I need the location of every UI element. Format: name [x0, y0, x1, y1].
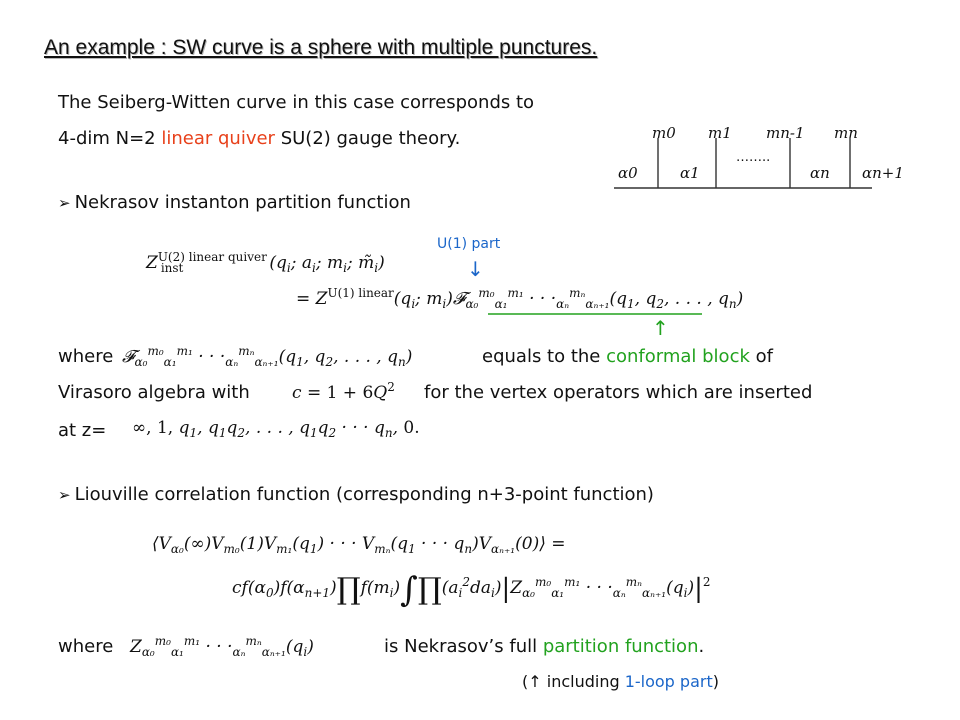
quiver-label-m1: m1 [708, 124, 732, 142]
where1-continuation: equals to the conformal block of [482, 346, 773, 367]
intro-line-1: The Seiberg-Witten curve in this case co… [58, 92, 535, 113]
bullet-arrow-icon-2: ➢ [58, 486, 71, 504]
quiver-label-m0: m0 [652, 124, 676, 142]
intro-line-2-post: SU(2) gauge theory. [274, 128, 461, 149]
z-inst-formula-line2: = ZU(1) linear(qi; mi)𝓕α₀m₀α₁m₁ · · ·αₙm… [296, 286, 744, 311]
where2-continuation: is Nekrasov’s full partition function. [384, 636, 705, 657]
bullet-nekrasov-instanton: ➢Nekrasov instanton partition function [58, 192, 411, 213]
quiver-diagram [614, 138, 872, 189]
where-word-2: where [58, 636, 114, 657]
z-inst-formula-line1: ZU(2) linear quiverinst(qi; ai; mi; m̃i) [146, 250, 385, 275]
quiver-label-alphan: αn [810, 164, 830, 182]
quiver-ellipsis: …….. [736, 150, 771, 165]
bullet-liouville: ➢Liouville correlation function (corresp… [58, 484, 654, 505]
linear-quiver-highlight: linear quiver [161, 128, 275, 149]
u1-part-label: U(1) part [437, 236, 501, 252]
conformal-block-underline [488, 313, 702, 315]
bullet-arrow-icon: ➢ [58, 194, 71, 212]
arrow-up-icon-2: ↑ [528, 672, 542, 691]
partition-function-highlight: partition function [542, 636, 699, 657]
intro-line-2: 4-dim N=2 linear quiver SU(2) gauge theo… [58, 128, 460, 149]
insertion-points-label: at z= [58, 420, 107, 441]
quiver-label-alphan1: αn+1 [862, 164, 904, 182]
virasoro-line-post: for the vertex operators which are inser… [424, 382, 813, 403]
liouville-integral-formula: cf(α0)f(αn+1)∏f(mi)∫∏(ai2dai)|Zα₀m₀α₁m₁ … [232, 570, 711, 610]
bullet-nekrasov-text: Nekrasov instanton partition function [74, 192, 411, 213]
intro-line-2-pre: 4-dim N=2 [58, 128, 162, 149]
conformal-block-highlight: conformal block [606, 346, 750, 367]
full-partition-symbol: Zα₀m₀α₁m₁ · · ·αₙmₙαₙ₊₁(qi) [130, 634, 314, 659]
central-charge-formula: c = 1 + 6Q2 [292, 380, 395, 403]
quiver-label-mn: mn [834, 124, 858, 142]
virasoro-line-pre: Virasoro algebra with [58, 382, 250, 403]
conformal-block-symbol: 𝓕α₀m₀α₁m₁ · · ·αₙmₙαₙ₊₁(q1, q2, . . . , … [122, 344, 413, 369]
arrow-up-icon: ↑ [652, 316, 669, 340]
quiver-label-mn-1: mn-1 [766, 124, 805, 142]
slide-title: An example : SW curve is a sphere with m… [44, 36, 598, 59]
quiver-label-alpha0: α0 [618, 164, 638, 182]
one-loop-note: (↑ including 1-loop part) [522, 672, 719, 691]
bullet-liouville-text: Liouville correlation function (correspo… [74, 484, 654, 505]
insertion-points-formula: ∞, 1, q1, q1q2, . . . , q1q2 · · · qn, 0… [132, 418, 420, 440]
where-word-1: where [58, 346, 114, 367]
one-loop-highlight: 1-loop part [624, 672, 713, 691]
liouville-correlator-formula: ⟨Vα₀(∞)Vm₀(1)Vm₁(q1) · · · Vmₙ(q1 · · · … [152, 534, 566, 556]
quiver-label-alpha1: α1 [680, 164, 700, 182]
arrow-down-icon: ↓ [467, 257, 484, 281]
